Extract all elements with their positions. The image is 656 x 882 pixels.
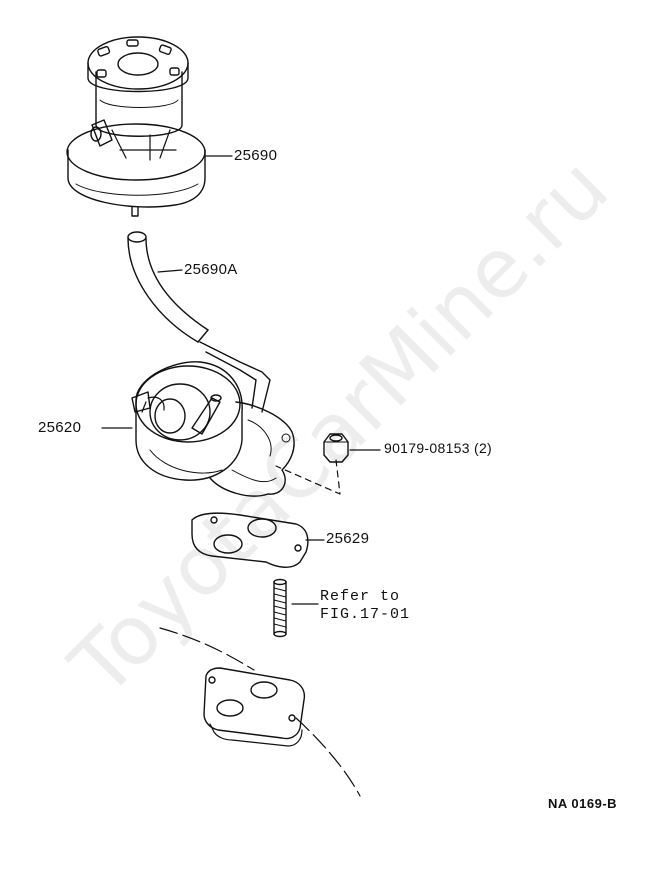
label-25690a: 25690A bbox=[184, 261, 238, 278]
stud bbox=[273, 578, 287, 638]
reference-line-1: Refer to bbox=[320, 588, 401, 605]
nut-dashed-guide bbox=[275, 459, 341, 495]
label-25690: 25690 bbox=[234, 147, 278, 164]
label-90179-08153: 90179-08153 (2) bbox=[384, 440, 493, 456]
label-25629: 25629 bbox=[326, 530, 370, 547]
label-25620: 25620 bbox=[38, 419, 82, 436]
leader-lines bbox=[101, 155, 381, 605]
egr-valve bbox=[131, 341, 295, 497]
gasket bbox=[191, 512, 309, 568]
figure-code: NA 0169-B bbox=[548, 796, 618, 811]
reference-line-2: FIG.17-01 bbox=[320, 606, 411, 623]
egr-vacuum-modulator bbox=[66, 36, 206, 217]
manifold-surface bbox=[159, 627, 361, 797]
nut bbox=[323, 433, 349, 463]
vacuum-hose bbox=[127, 231, 209, 343]
